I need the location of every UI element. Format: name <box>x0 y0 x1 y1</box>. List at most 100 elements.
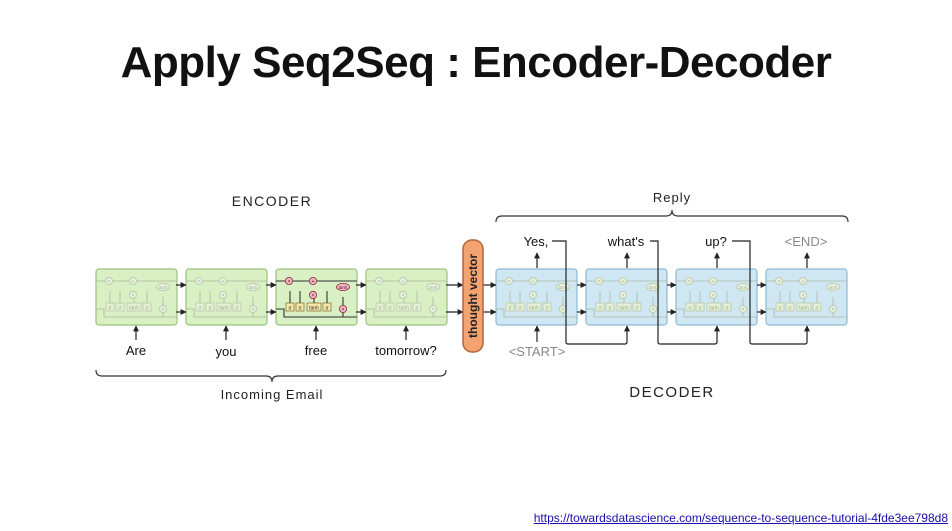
svg-text:×: × <box>287 279 290 285</box>
reply-brace <box>495 209 849 223</box>
svg-text:σ: σ <box>815 306 819 312</box>
feedback-loops <box>552 240 810 345</box>
svg-text:×: × <box>741 307 744 313</box>
svg-text:tanh: tanh <box>829 285 838 290</box>
svg-text:+: + <box>311 279 314 285</box>
svg-text:tanh: tanh <box>129 306 139 312</box>
decoder-label: DECODER <box>629 384 715 401</box>
svg-text:tanh: tanh <box>219 306 229 312</box>
svg-text:+: + <box>401 279 404 285</box>
encoder-input-0: Are <box>126 343 146 358</box>
decoder-output-2: up? <box>705 234 727 249</box>
svg-text:×: × <box>711 293 714 299</box>
encoder-input-3: tomorrow? <box>375 343 436 358</box>
slide-title: Apply Seq2Seq : Encoder-Decoder <box>120 38 832 87</box>
svg-text:×: × <box>651 307 654 313</box>
svg-text:σ: σ <box>118 306 122 312</box>
svg-text:σ: σ <box>325 306 329 312</box>
svg-text:+: + <box>531 279 534 285</box>
svg-text:σ: σ <box>598 306 602 312</box>
thought-vector: thought vector <box>462 239 484 353</box>
decoder-start: <START> <box>509 325 566 359</box>
svg-text:×: × <box>311 293 314 299</box>
svg-text:tanh: tanh <box>159 285 168 290</box>
svg-text:σ: σ <box>725 306 729 312</box>
svg-text:σ: σ <box>688 306 692 312</box>
incoming-email-brace <box>95 369 447 383</box>
svg-text:tanh: tanh <box>309 306 319 312</box>
svg-text:σ: σ <box>208 306 212 312</box>
svg-text:σ: σ <box>635 306 639 312</box>
thought-vector-label: thought vector <box>466 254 480 338</box>
svg-text:×: × <box>431 307 434 313</box>
decoder-start-label: <START> <box>509 344 566 359</box>
svg-text:×: × <box>221 293 224 299</box>
svg-text:tanh: tanh <box>799 306 809 312</box>
svg-text:×: × <box>531 293 534 299</box>
svg-text:σ: σ <box>288 306 292 312</box>
svg-text:σ: σ <box>388 306 392 312</box>
svg-text:×: × <box>687 279 690 285</box>
decoder-output-0: Yes, <box>524 234 549 249</box>
svg-text:×: × <box>107 279 110 285</box>
svg-text:tanh: tanh <box>529 306 539 312</box>
svg-text:×: × <box>777 279 780 285</box>
svg-text:σ: σ <box>235 306 239 312</box>
decoder-output-1: what's <box>607 234 645 249</box>
cell-connections <box>176 282 767 315</box>
svg-text:tanh: tanh <box>739 285 748 290</box>
encoder-inputs: Are you free tomorrow? <box>126 325 437 359</box>
svg-text:×: × <box>401 293 404 299</box>
svg-text:σ: σ <box>298 306 302 312</box>
svg-text:σ: σ <box>508 306 512 312</box>
svg-text:×: × <box>131 293 134 299</box>
encoder-input-1: you <box>216 344 237 359</box>
svg-text:σ: σ <box>608 306 612 312</box>
svg-text:×: × <box>197 279 200 285</box>
svg-text:×: × <box>507 279 510 285</box>
svg-text:+: + <box>131 279 134 285</box>
decoder-outputs: Yes, what's up? <END> <box>524 234 828 268</box>
svg-text:σ: σ <box>415 306 419 312</box>
svg-text:σ: σ <box>378 306 382 312</box>
svg-text:tanh: tanh <box>649 285 658 290</box>
svg-text:×: × <box>621 293 624 299</box>
svg-text:+: + <box>801 279 804 285</box>
svg-text:+: + <box>221 279 224 285</box>
svg-text:tanh: tanh <box>339 285 348 290</box>
svg-text:tanh: tanh <box>709 306 719 312</box>
svg-text:×: × <box>377 279 380 285</box>
decoder-output-3: <END> <box>785 234 828 249</box>
encoder-input-2: free <box>305 343 327 358</box>
svg-text:tanh: tanh <box>399 306 409 312</box>
svg-text:×: × <box>561 307 564 313</box>
svg-text:×: × <box>341 307 344 313</box>
svg-text:tanh: tanh <box>429 285 438 290</box>
svg-text:×: × <box>597 279 600 285</box>
encoder-label: ENCODER <box>232 193 313 209</box>
svg-text:σ: σ <box>788 306 792 312</box>
svg-text:σ: σ <box>108 306 112 312</box>
svg-text:σ: σ <box>545 306 549 312</box>
svg-text:tanh: tanh <box>559 285 568 290</box>
svg-text:×: × <box>161 307 164 313</box>
incoming-email-label: Incoming Email <box>221 387 324 402</box>
svg-text:tanh: tanh <box>249 285 258 290</box>
svg-text:σ: σ <box>198 306 202 312</box>
svg-text:σ: σ <box>698 306 702 312</box>
svg-text:×: × <box>831 307 834 313</box>
svg-text:σ: σ <box>518 306 522 312</box>
svg-text:+: + <box>711 279 714 285</box>
source-link[interactable]: https://towardsdatascience.com/sequence-… <box>533 511 948 525</box>
svg-text:×: × <box>251 307 254 313</box>
svg-text:σ: σ <box>778 306 782 312</box>
